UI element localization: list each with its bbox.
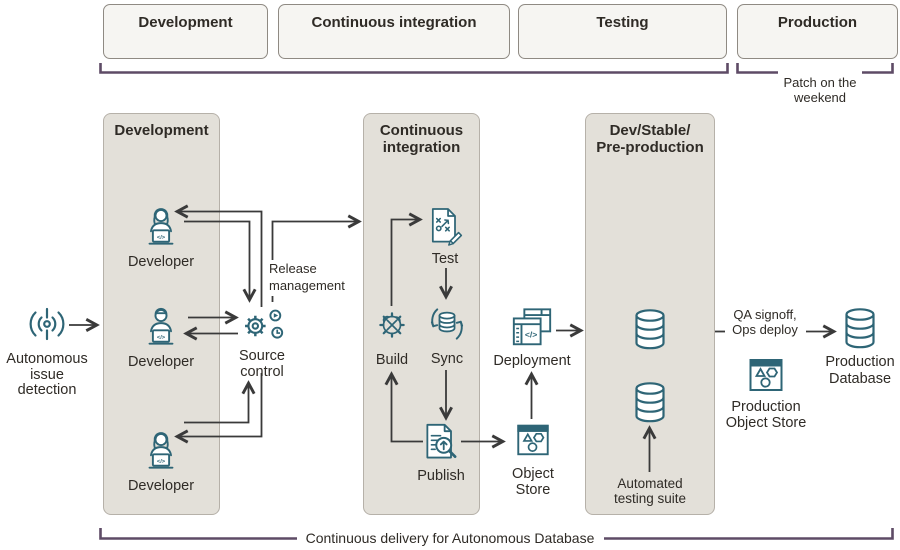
database-icon [841,306,879,352]
panel-continuous-integration: Continuous integration [363,113,480,515]
node-label: Test [431,251,459,267]
node-label: Publish [417,468,465,484]
node-label: Production Database [825,354,895,387]
node-label: Build [375,352,409,368]
bracket-production-right [862,63,894,74]
node-sync: Sync [424,301,470,367]
node-label: Deployment [493,353,571,369]
node-label: Developer [127,478,195,494]
node-test: Test [425,204,465,267]
developer-icon [140,203,182,249]
node-publish: Publish [417,421,465,484]
stage-label: Testing [596,14,649,31]
node-label: Autonomous issue detection [6,351,88,398]
node-label: Developer [127,354,195,370]
object-store-icon [514,421,552,459]
node-label: Object Store [512,466,554,498]
publish-icon [421,421,461,465]
signal-icon [21,302,73,346]
developer-icon [140,427,182,473]
qa-signoff-label: QA signoff, Ops deploy [732,307,798,337]
node-developer-3: Developer [128,427,194,494]
node-deployment: Deployment [487,305,577,369]
node-autonomous-issue-detection: Autonomous issue detection [0,302,94,399]
sync-icon [424,301,470,347]
deployment-icon [510,305,554,351]
node-object-store: Object Store [512,421,554,498]
patch-weekend-label: Patch on the weekend [783,75,857,105]
node-build: Build [374,307,410,368]
stage-label: Development [138,14,233,31]
stage-box-development: Development [103,4,268,59]
node-label: Developer [127,254,195,270]
node-label: Production Object Store [725,399,807,431]
node-source-control: Source control [228,306,296,380]
node-developer-1: Developer [128,203,194,270]
node-production-object-store: Production Object Store [717,355,815,431]
source-control-icon [235,306,289,346]
panel-title: Dev/Stable/ Pre-production [596,122,704,156]
stage-box-testing: Testing [518,4,727,59]
automated-testing-label: Automated testing suite [613,476,687,506]
node-developer-2: Developer [128,303,194,370]
database-icon [631,307,669,353]
release-management-label: Release management [269,261,345,293]
stage-box-continuous-integration: Continuous integration [278,4,510,59]
connector-release-management-to-ci [271,214,362,260]
developer-icon [140,303,182,349]
test-icon [425,204,465,248]
panel-title: Development [114,122,209,139]
stage-label: Production [777,14,858,31]
object-store-icon [746,355,786,395]
stage-box-production: Production [737,4,898,59]
node-label: Sync [430,351,464,367]
bracket-production-left [736,63,778,74]
database-icon [631,380,669,426]
bracket-dev-to-testing [99,63,729,74]
bottom-bracket-label: Continuous delivery for Autonomous Datab… [305,530,595,546]
panel-title: Continuous integration [379,122,464,156]
node-preprod-database-1 [631,307,669,353]
stage-label: Continuous integration [311,14,477,31]
node-label: Source control [239,348,285,380]
node-production-database: Production Database [825,306,895,387]
node-preprod-database-2 [631,380,669,426]
build-icon [374,307,410,343]
